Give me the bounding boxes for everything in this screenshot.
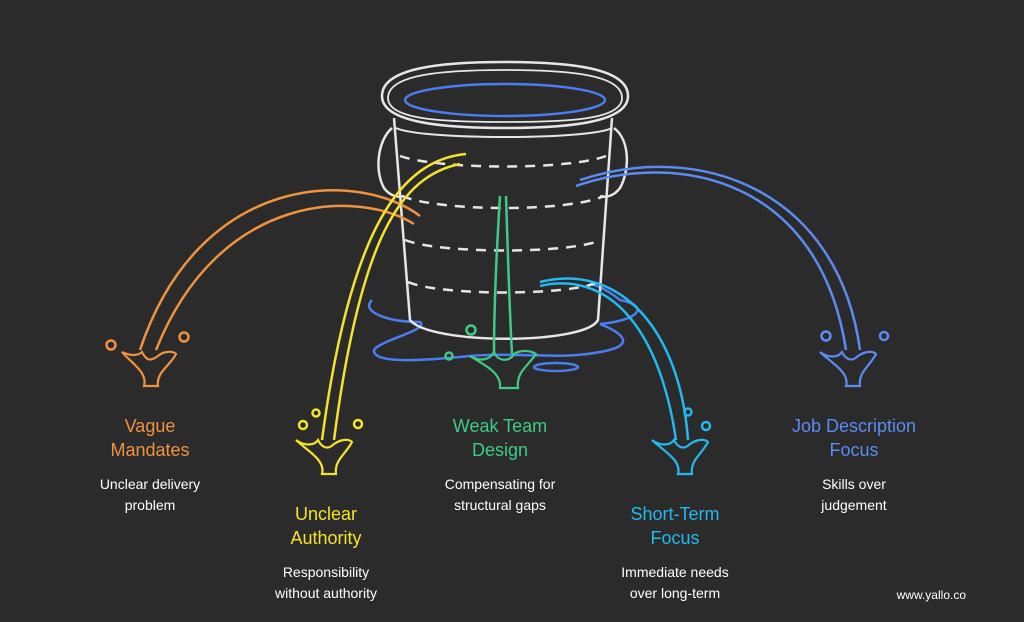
item-title: Job Description Focus	[791, 416, 917, 460]
item-description: Skills over judgement	[821, 476, 887, 513]
item-vague-mandates: Vague Mandates Unclear delivery problem	[70, 414, 230, 516]
item-unclear-authority: Unclear Authority Responsibility without…	[246, 502, 406, 604]
item-title: Short-Term Focus	[630, 504, 720, 548]
item-description: Responsibility without authority	[275, 564, 377, 601]
water-surface	[403, 82, 607, 118]
stream-job-description-focus	[575, 165, 890, 388]
item-title: Weak Team Design	[452, 416, 548, 460]
stream-short-term-focus	[539, 277, 712, 476]
item-description: Unclear delivery problem	[99, 476, 201, 513]
bucket-rim	[380, 60, 630, 130]
item-weak-team-design: Weak Team Design Compensating for struct…	[415, 414, 585, 516]
stream-weak-team-design	[444, 195, 538, 390]
stream-vague-mandates	[105, 189, 421, 388]
bucket	[377, 60, 630, 340]
item-title: Vague Mandates	[110, 416, 190, 460]
item-title: Unclear Authority	[290, 504, 362, 548]
item-description: Compensating for structural gaps	[444, 476, 556, 513]
bucket-body	[392, 117, 614, 340]
item-description: Immediate needs over long-term	[621, 564, 729, 601]
stream-unclear-authority	[295, 152, 467, 476]
bucket-handle-left	[377, 127, 405, 198]
item-job-description-focus: Job Description Focus Skills over judgem…	[762, 414, 946, 516]
watermark: www.yallo.co	[896, 588, 966, 602]
item-short-term-focus: Short-Term Focus Immediate needs over lo…	[595, 502, 755, 604]
bucket-handle-right	[599, 127, 629, 198]
